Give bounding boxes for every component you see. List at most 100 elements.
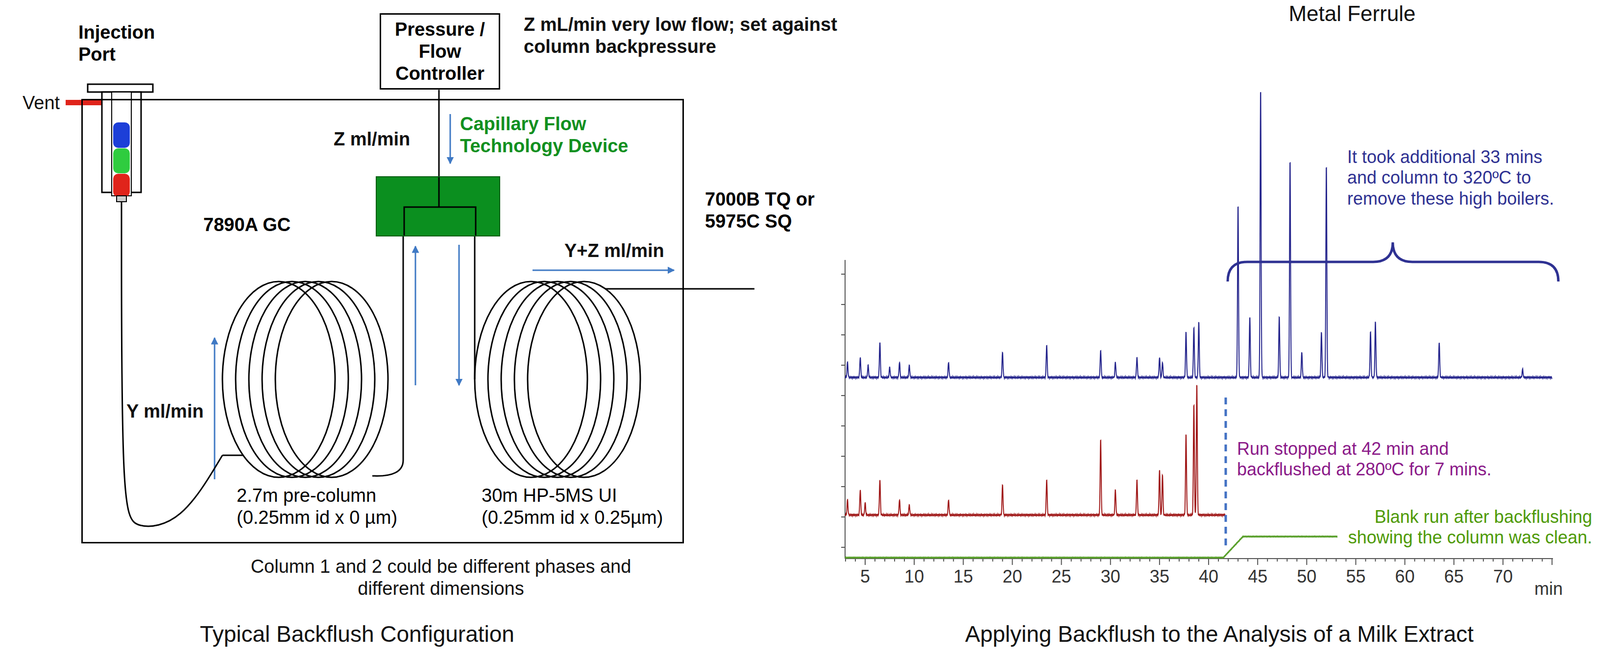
node-label: 7000B TQ or 5975C SQ [704, 188, 823, 233]
axis-tick [982, 558, 984, 562]
oven-box: Capillary Flow Technology Device 2.7m pre… [81, 98, 684, 544]
flow-arrows [214, 114, 675, 480]
axis-tick [841, 425, 846, 427]
axis-tick [1325, 558, 1327, 562]
axis-tick [1394, 558, 1396, 562]
node-label: Capillary Flow Technology Device [460, 113, 637, 158]
annotation: Run stopped at 42 min and backflushed at… [1236, 438, 1522, 481]
vent-label: Vent [22, 92, 82, 115]
axis-tick [1188, 558, 1190, 562]
axis-tick-label: 70 [1483, 566, 1523, 588]
coil-winding [275, 281, 388, 478]
node-label: Injection Port [78, 21, 177, 66]
axis-tick [992, 558, 994, 562]
axis-tick [884, 558, 886, 562]
flow-note: Z mL/min very low flow; set against colu… [523, 13, 877, 58]
axis-tick [1031, 558, 1033, 562]
injection-port: Injection Port [76, 21, 180, 202]
axis-tick [1001, 558, 1003, 562]
axis-unit: min [1534, 579, 1574, 600]
blue-trace [845, 92, 1552, 379]
axis-tick-label: 45 [1237, 566, 1278, 588]
axis-tick [1198, 558, 1200, 562]
axis-tick [1237, 558, 1239, 562]
axis-tick [1335, 558, 1337, 562]
axis-tick [845, 558, 847, 562]
axis-tick [1404, 558, 1406, 566]
coil-winding [501, 281, 614, 478]
cft-channels [376, 177, 500, 236]
detector: 7000B TQ or 5975C SQ [703, 188, 827, 294]
coil-winding [248, 281, 362, 478]
axis-tick [1110, 558, 1112, 566]
node-label: 30m HP-5MS UI (0.25mm id x 0.25µm) [481, 484, 678, 530]
axis-tick [1159, 558, 1161, 566]
analytical-column-coil: 30m HP-5MS UI (0.25mm id x 0.25µm) [471, 263, 682, 535]
axis-tick [903, 558, 905, 562]
axis-tick [841, 547, 846, 549]
axis-tick [1345, 558, 1347, 562]
tubing-connector [681, 288, 704, 291]
axis-tick [1522, 558, 1524, 562]
axis-tick [1551, 558, 1553, 566]
axis-tick [1051, 558, 1053, 562]
column-tubing [222, 455, 243, 457]
curly-bracket [1227, 242, 1559, 282]
axis-tick [962, 558, 964, 566]
cft-device: Capillary Flow Technology Device [375, 176, 501, 237]
axis-tick [1414, 558, 1416, 562]
axis-tick [1492, 558, 1494, 562]
coil-winding [514, 281, 628, 478]
node-label: 2.7m pre-column (0.25mm id x 0 µm) [236, 484, 423, 530]
axis-tick [1286, 558, 1288, 562]
axis-tick [854, 558, 856, 562]
axis-tick [1100, 558, 1102, 562]
axis-tick [1502, 558, 1504, 566]
annotation: It took additional 33 mins and column to… [1347, 146, 1563, 210]
axis-tick [1061, 558, 1063, 566]
axis-tick [1021, 558, 1023, 562]
axis-tick [1011, 558, 1013, 566]
column-note: Column 1 and 2 could be different phases… [220, 556, 662, 601]
axis-tick [841, 486, 846, 488]
axis-tick-label: 5 [845, 566, 885, 588]
axis-tick [1139, 558, 1141, 562]
axis-tick [1129, 558, 1131, 562]
axis-tick [933, 558, 935, 562]
flow-rate: Y ml/min [126, 400, 210, 423]
axis-tick [1168, 558, 1170, 562]
injection-port-drawing [87, 84, 153, 202]
axis-tick [1266, 558, 1268, 562]
axis-tick [841, 516, 846, 518]
axis-tick [923, 558, 925, 562]
axis-tick-label: 40 [1188, 566, 1229, 588]
axis-tick [1315, 558, 1317, 562]
transfer-line [703, 288, 755, 291]
stop-marker [1224, 397, 1228, 546]
figure-caption: Applying Backflush to the Analysis of a … [876, 621, 1563, 648]
axis-tick [1178, 558, 1180, 562]
axis-tick [1541, 558, 1543, 562]
axis-tick [1512, 558, 1514, 562]
axis-tick [1463, 558, 1465, 562]
red-trace [845, 385, 1226, 517]
axis-tick [1424, 558, 1426, 562]
axis-tick [1247, 558, 1249, 562]
node-label: 7890A GC [203, 214, 331, 237]
axis-tick [1453, 558, 1455, 566]
axis-tick [1070, 558, 1072, 562]
flow-rate: Y+Z ml/min [564, 240, 682, 263]
axis-tick [943, 558, 945, 562]
axis-tick [1227, 558, 1229, 562]
column-tubing [605, 288, 682, 291]
axis-tick [1473, 558, 1475, 562]
axis-tick [1119, 558, 1121, 562]
axis-tick [841, 304, 846, 306]
axis-tick-label: 10 [894, 566, 934, 588]
coil-winding [527, 281, 641, 478]
axis-tick [1296, 558, 1298, 562]
axis-tick [1375, 558, 1377, 562]
